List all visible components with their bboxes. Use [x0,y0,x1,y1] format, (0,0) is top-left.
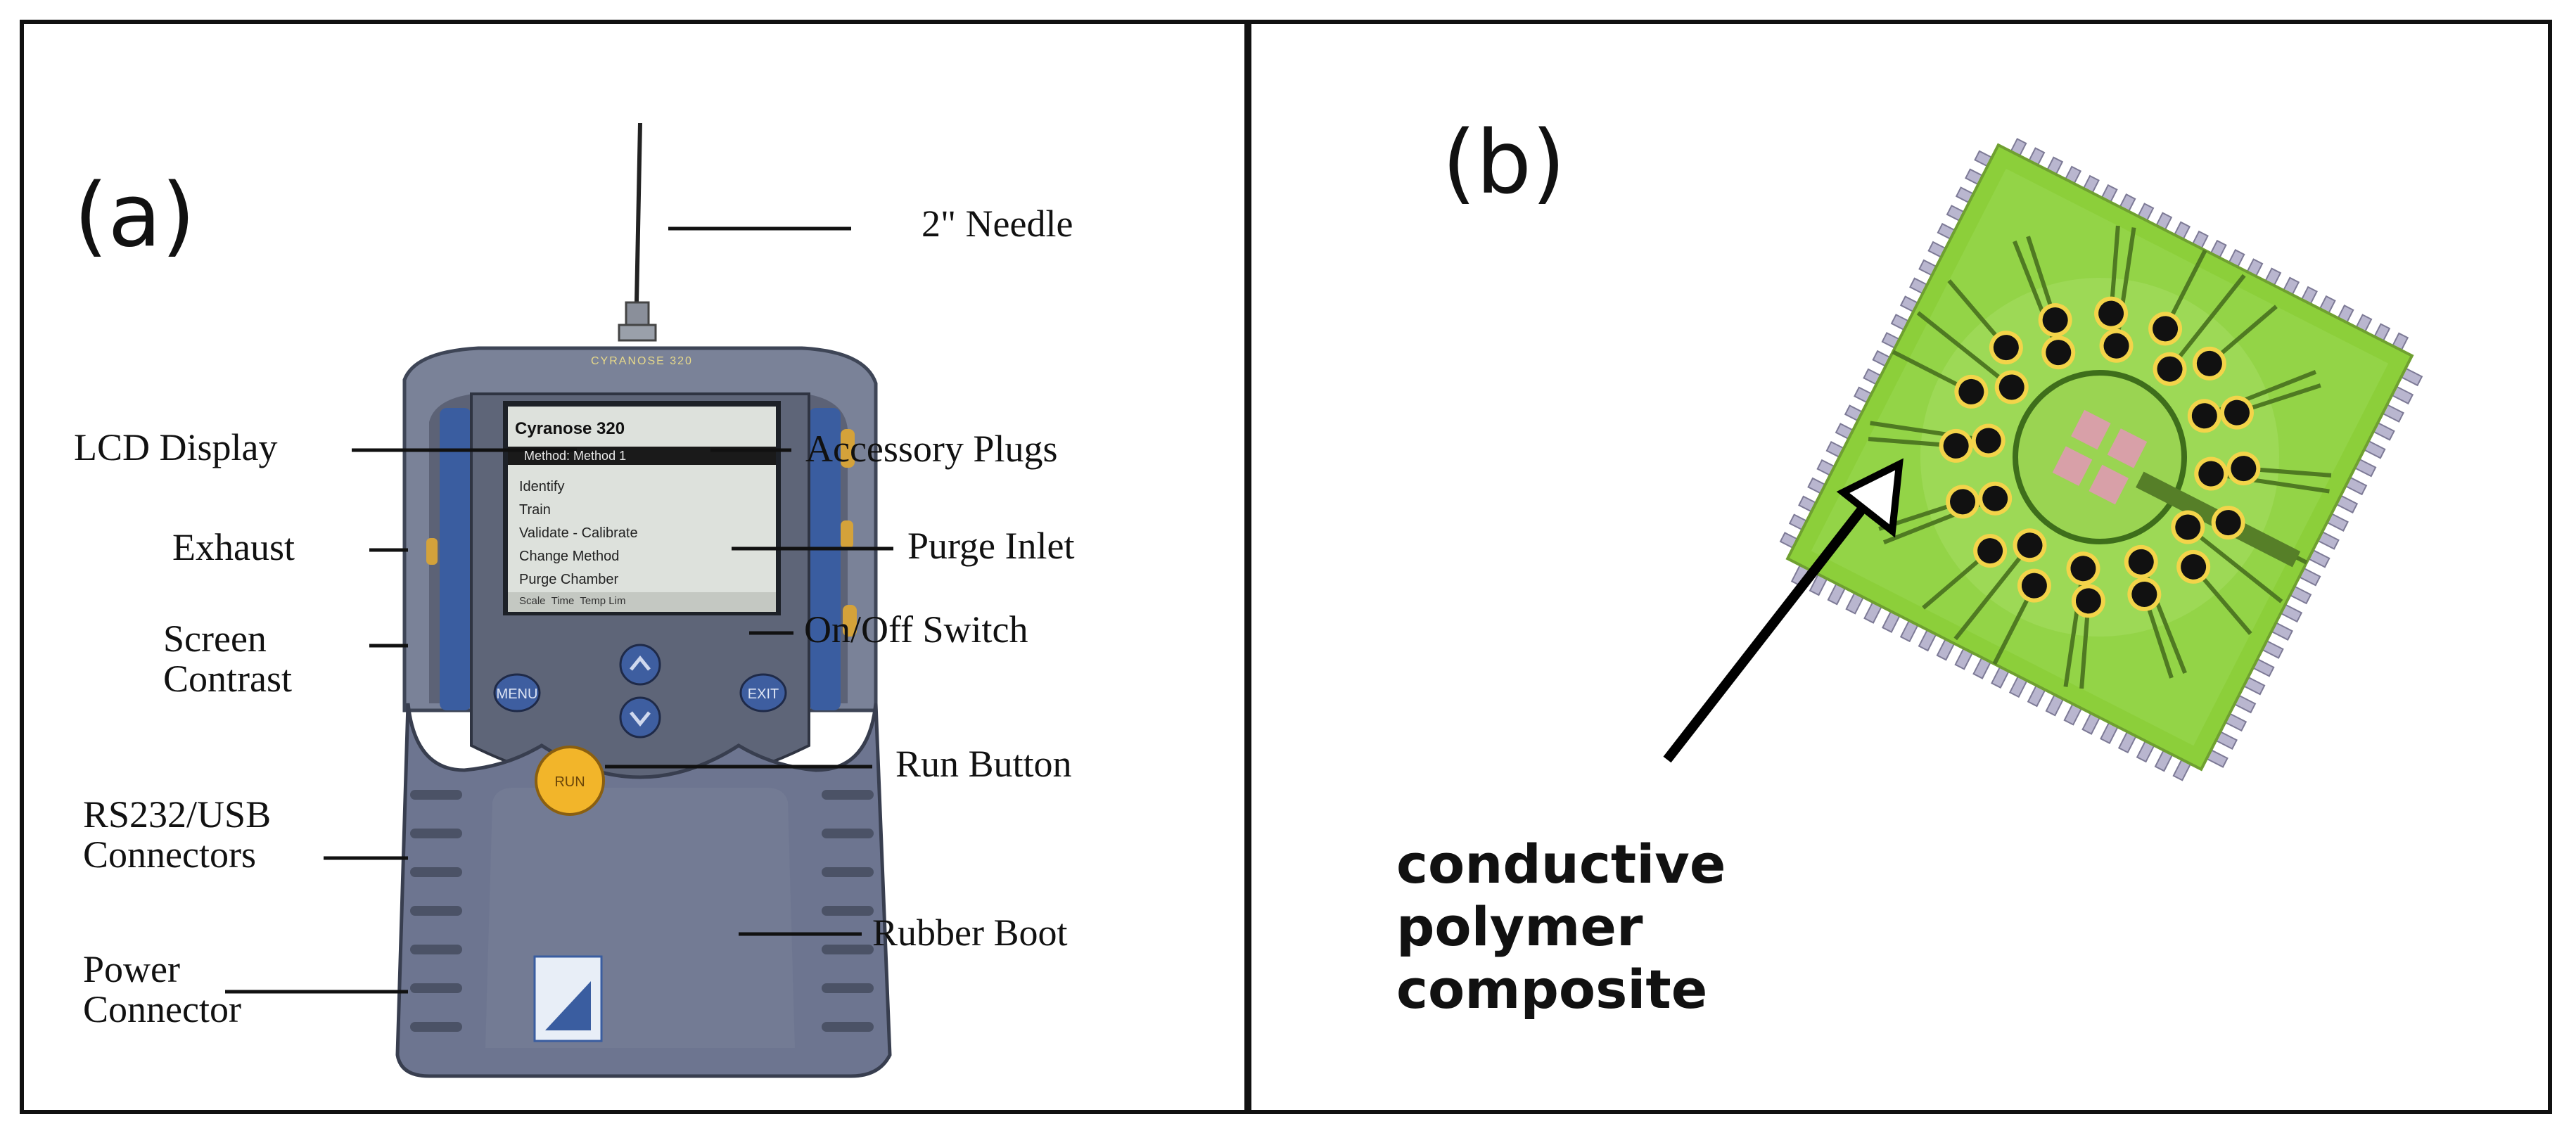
purge-inlet-port [841,520,853,549]
callout-on-off-switch: On/Off Switch [804,608,1028,651]
callout-rubber-boot: Rubber Boot [872,912,1068,954]
screen-footer: Scale Time Temp Lim [519,595,626,607]
sensor-pad [2198,461,2224,487]
exhaust-port [426,538,438,565]
callout-exhaust: Exhaust [172,528,295,568]
callout-power-connector-line: Connector [83,987,241,1030]
sensor-pad [2070,556,2096,582]
screen-menu-item: Change Method [519,549,620,564]
chip-trace [1953,544,2032,641]
chip-trace [1916,311,2013,389]
sensor-pad [1993,335,2019,361]
callout-power-connector: Power Connector [83,950,241,1029]
up-button[interactable] [619,644,661,686]
caption-conductive-polymer-composite: conductive polymer composite [1396,833,1726,1021]
pointer-arrow-head [1836,458,1904,538]
sensor-pad [2017,532,2043,558]
screen-menu-item: Purge Chamber [519,572,619,587]
callout-exhaust-line: Exhaust [172,526,295,568]
svg-text:MENU: MENU [497,686,538,702]
sensor-pad [1950,489,1976,515]
down-button[interactable] [619,696,661,739]
side-panel-left [440,408,471,710]
sensor-pad [1982,485,2008,511]
sensor-pad [2215,510,2241,536]
needle [635,122,642,303]
sensor-pad [1977,538,2003,564]
sensor-pad [1998,374,2025,400]
sensor-pad [2128,549,2154,575]
caption-line: polymer [1396,895,1643,958]
callout-screen-contrast-line: Contrast [163,657,292,700]
callout-lcd-display-line: LCD Display [74,426,278,468]
screen-method: Method: Method 1 [524,449,627,463]
sensor-pad [2021,573,2047,599]
accessory-plug [841,429,855,468]
caption-line: conductive [1396,833,1726,895]
sensor-pad [2103,333,2129,359]
callout-screen-contrast: Screen Contrast [163,619,292,698]
callout-power-connector-line: Power [83,948,180,990]
sensor-pad [2098,300,2124,326]
callout-screen-contrast-line: Screen [163,618,267,660]
menu-button[interactable] [493,673,541,712]
panel-b-label: (b) [1442,113,1566,214]
run-button[interactable] [535,746,605,816]
callout-run-button: Run Button [895,743,1072,785]
chip-trace [2186,525,2283,603]
sensor-pad [2075,588,2101,614]
sensor-pad [2157,356,2183,382]
sensor-pad [2175,514,2201,540]
sensor-pad [1958,378,1984,404]
callout-needle: 2" Needle [922,203,1073,245]
sensor-pad [2131,581,2157,607]
sensor-pad [1943,433,1969,459]
screen-menu: Identify Train Validate - Calibrate Chan… [519,475,638,592]
side-panel-right [809,408,841,710]
sensor-pad [2046,340,2072,366]
run-button-label: RUN [554,774,585,790]
caption-line: composite [1396,957,1708,1021]
screen-menu-item: Train [519,502,551,518]
sensor-pad [2181,554,2207,580]
svg-text:EXIT: EXIT [748,686,779,702]
callout-purge-inlet: Purge Inlet [907,525,1075,567]
exit-button[interactable] [739,673,787,712]
panel-a-label: (a) [74,165,196,267]
pointer-arrow-shaft [1663,503,1868,763]
screen-menu-item: Identify [519,479,565,494]
callout-lines [225,226,893,994]
callout-rs232-usb-line: RS232/USB [83,793,272,836]
on-off-switch[interactable] [843,605,857,637]
screen-menu-item: Validate - Calibrate [519,525,638,541]
callout-rs232-usb-line: Connectors [83,833,256,876]
sensor-pad [2196,350,2222,376]
sensor-pad [2042,307,2068,333]
sensor-pad [1975,428,2001,454]
screen-brand: CYRANOSE 320 [591,355,693,367]
sensor-pad [2191,403,2217,429]
sensor-pad [2153,316,2179,342]
callout-accessory-plugs: Accessory Plugs [805,428,1058,470]
panel-divider [1244,20,1251,1114]
sensor-pad [2224,399,2250,426]
sensor-pads [1939,296,2261,618]
boot-grips [410,790,874,1032]
sensor-pad [2231,456,2257,482]
chip-trace [2168,274,2246,371]
callout-rs232-usb: RS232/USB Connectors [83,795,271,874]
callout-lcd-display: LCD Display [74,428,278,468]
screen-title: Cyranose 320 [515,419,625,438]
